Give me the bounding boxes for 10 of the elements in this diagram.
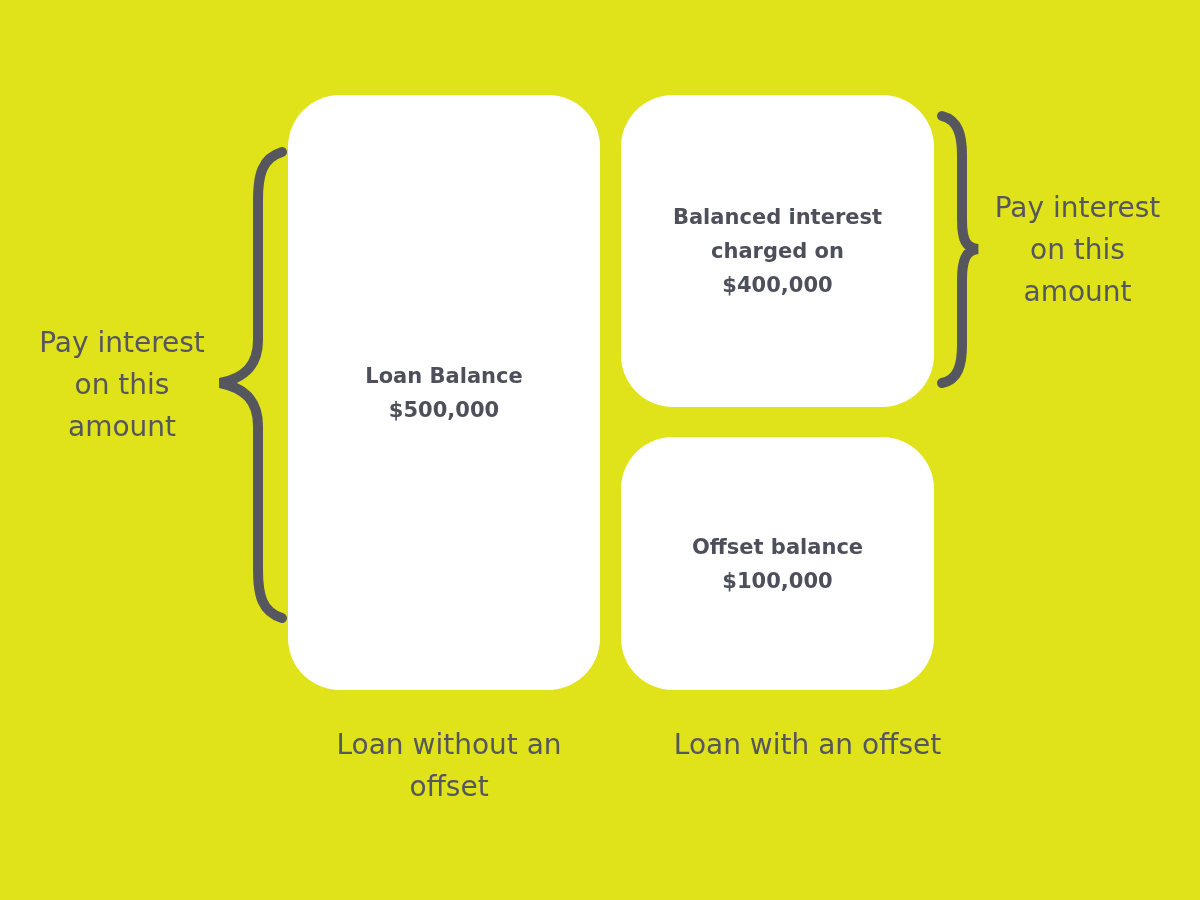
box-text: Offset balance $100,000	[690, 533, 865, 595]
box-text: Loan Balance $500,000	[364, 362, 524, 424]
column-caption: Loan with an offset	[672, 727, 943, 763]
box-text: Balanced interest charged on $400,000	[671, 204, 884, 299]
rounded-box	[288, 95, 600, 690]
rounded-box	[621, 437, 934, 690]
column-caption: Loan without an offset	[335, 727, 563, 805]
rounded-box	[621, 95, 934, 407]
brace-label: Pay interest on this amount	[38, 325, 206, 445]
brace-label: Pay interest on this amount	[993, 190, 1162, 310]
